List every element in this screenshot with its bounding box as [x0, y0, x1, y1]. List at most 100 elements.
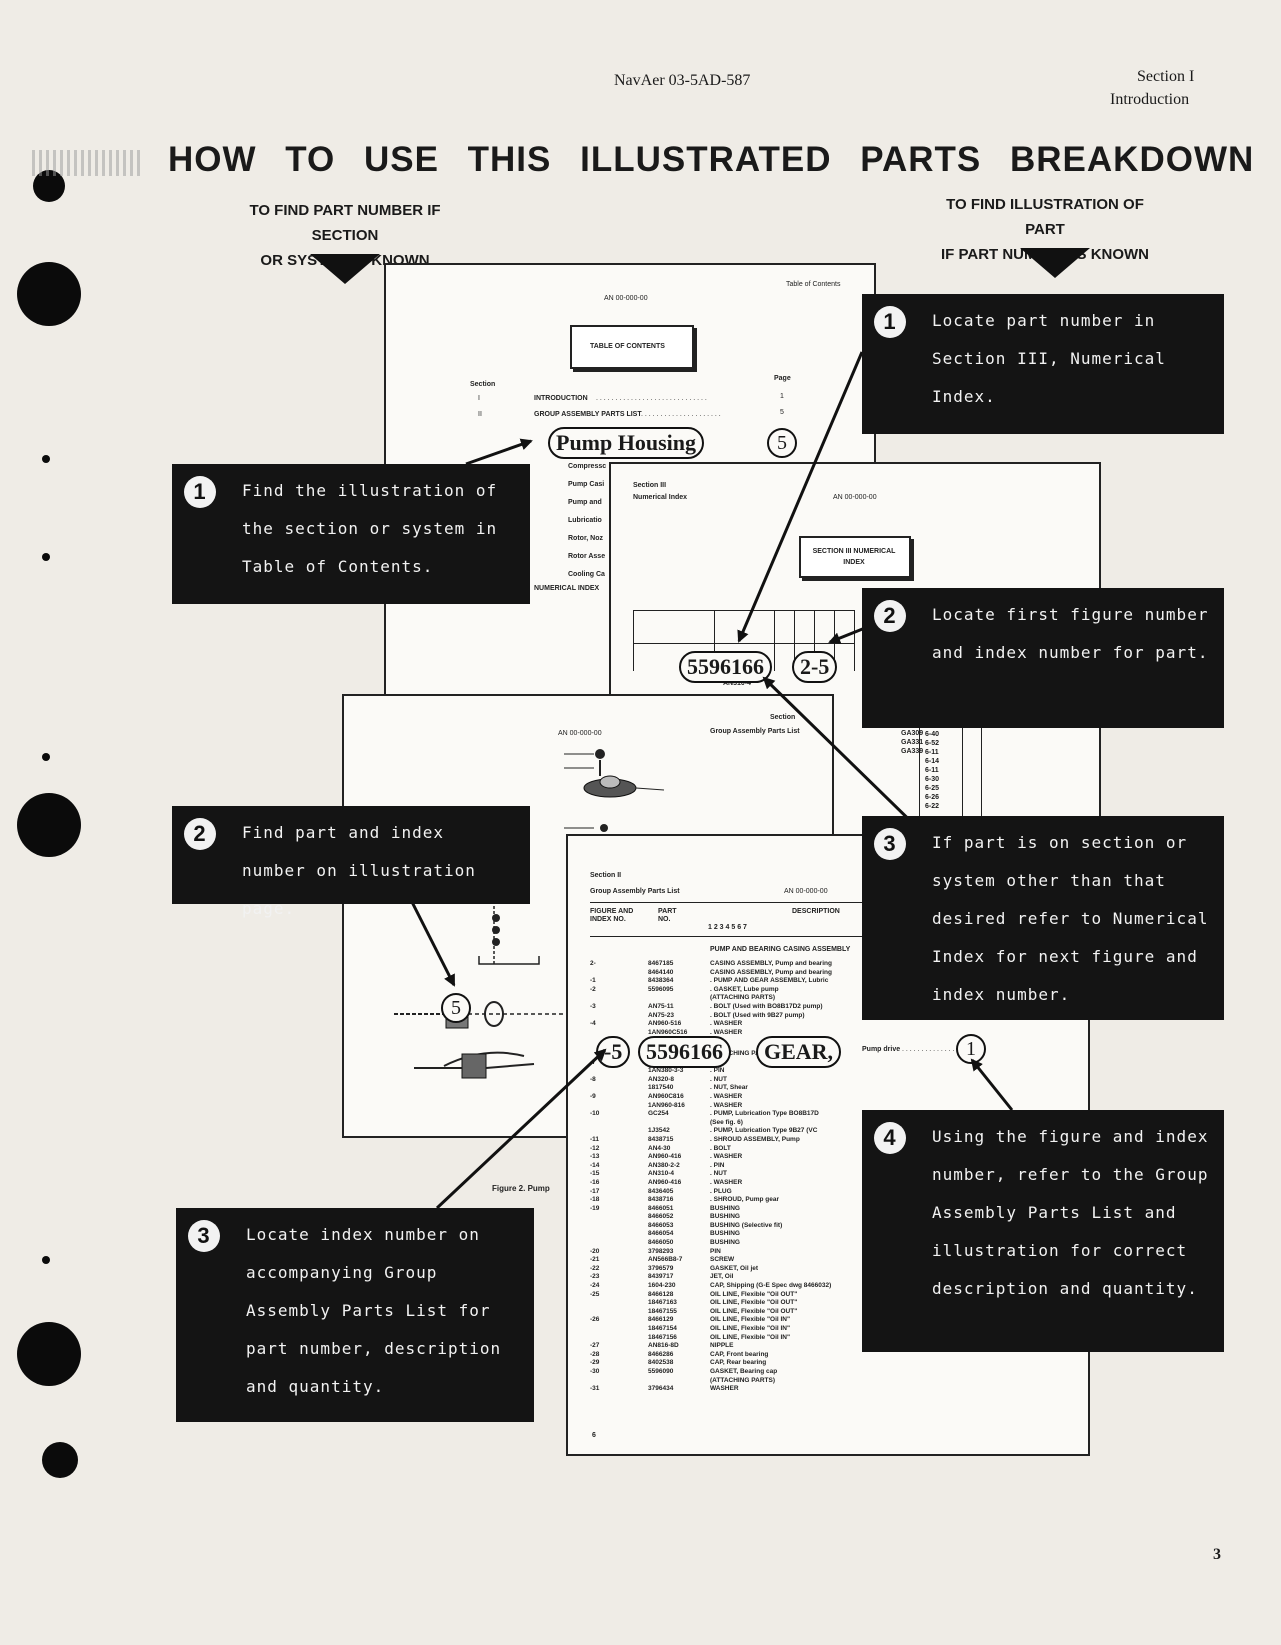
right-step-3-box: 3 If part is on section or system other …: [862, 816, 1224, 1020]
doc-number: NavAer 03-5AD-587: [614, 72, 751, 89]
row-part-no: 1J3542: [648, 1127, 670, 1135]
table-row: 1AN380-3-3. PIN: [590, 1067, 1070, 1076]
row-part-no: AN310-4: [648, 1170, 675, 1178]
parts-doc: AN 00-000-00: [784, 888, 828, 895]
row-index: -10: [590, 1110, 600, 1118]
step-number-badge: 3: [874, 828, 906, 860]
right-note-line1: TO FIND ILLUSTRATION OF PART: [946, 196, 1144, 238]
row-part-no: 8466128: [648, 1290, 674, 1298]
row-description: . SHROUD ASSEMBLY, Pump: [710, 1135, 800, 1143]
row-description: SCREW: [710, 1256, 735, 1264]
row-part-no: AN320-8: [648, 1075, 675, 1083]
page-number: 3: [1213, 1546, 1221, 1563]
row-description: (ATTACHING PARTS): [710, 994, 775, 1002]
row-index: -3: [590, 1002, 596, 1010]
row-part-no: AN566B8-7: [648, 1256, 683, 1264]
parts-callout-dots: . . . . . . . . . . . . . . . . . . .: [902, 1046, 974, 1053]
section-label: Section I: [1137, 68, 1195, 85]
left-step-2-box: 2 Find part and index number on illustra…: [172, 806, 530, 918]
numindex-col: [919, 724, 963, 904]
right-step-4-text: Using the figure and index number, refer…: [932, 1127, 1209, 1298]
row-description: WASHER: [710, 1385, 739, 1393]
numindex-section: Section III: [633, 482, 667, 489]
row-description: . WASHER: [710, 1092, 743, 1100]
parts-callout-extra: Pump drive: [862, 1046, 901, 1053]
illus-section: Section: [770, 714, 796, 721]
row-index: -24: [590, 1282, 600, 1290]
row-description: (ATTACHING PARTS): [710, 1376, 775, 1384]
table-row: -21 AN566B8-7 SCREW: [590, 1256, 1070, 1265]
left-down-arrow: [310, 254, 380, 284]
row-index: -11: [590, 1135, 600, 1143]
row-part-no: AN816-8D: [648, 1342, 679, 1350]
numindex-col: [961, 724, 982, 904]
row-part-no: 8466051: [648, 1204, 674, 1212]
parts-col-digits: 1 2 3 4 5 6 7: [708, 924, 747, 931]
row-description: OIL LINE, Flexible "Oil IN": [710, 1333, 791, 1341]
parts-title: Group Assembly Parts List: [590, 888, 680, 895]
numindex-doc: AN 00-000-00: [833, 494, 877, 501]
row-part-no: 5596095: [648, 985, 674, 993]
table-row: (ATTACHING PARTS): [590, 994, 1070, 1003]
table-row: (ATTACHING PARTS): [590, 1377, 1070, 1386]
row-part-no: 8436405: [648, 1187, 674, 1195]
row-description: . PIN: [710, 1067, 725, 1075]
row-description: CASING ASSEMBLY, Pump and bearing: [710, 968, 832, 976]
row-description: BUSHING (Selective fit): [710, 1221, 783, 1229]
row-part-no: 8439717: [648, 1273, 674, 1281]
row-index: -20: [590, 1247, 600, 1255]
toc-col-page: Page: [774, 375, 791, 382]
row-part-no: AN75-11: [648, 1002, 674, 1010]
row-index: 2-: [590, 960, 596, 967]
row-part-no: AN960-416: [648, 1178, 682, 1186]
parts-section: Section II: [590, 872, 622, 879]
row-part-no: 8466052: [648, 1213, 674, 1221]
row-description: . NUT: [710, 1170, 727, 1178]
table-row: (ATTACHING PARTS): [590, 1050, 1070, 1059]
toc-header-right: Table of Contents: [786, 281, 841, 288]
row-index: -22: [590, 1264, 600, 1272]
row-part-no: AN75-23: [648, 1011, 675, 1019]
row-part-no: 1AN960-816: [648, 1101, 685, 1109]
row-description: BUSHING: [710, 1230, 740, 1238]
numindex-box: SECTION III NUMERICAL INDEX: [799, 536, 911, 578]
row-index: -4: [590, 1020, 596, 1028]
right-step-1-text: Locate part number in Section III, Numer…: [932, 311, 1166, 406]
parts-heading: PUMP AND BEARING CASING ASSEMBLY: [710, 946, 851, 953]
numindex-subtitle: Numerical Index: [633, 494, 688, 501]
row-part-no: AN960-416: [648, 1153, 682, 1161]
row-part-no: 8438364: [648, 977, 674, 985]
toc-doc: AN 00-000-00: [604, 295, 648, 302]
row-index: -30: [590, 1367, 600, 1375]
binder-hole: [42, 455, 50, 463]
row-part-no: 3796579: [648, 1264, 674, 1272]
row-index: -21: [590, 1256, 600, 1264]
toc-sub-2: Pump Casi: [568, 481, 605, 488]
toc-box: TABLE OF CONTENTS: [570, 325, 694, 369]
toc-sub-8: NUMERICAL INDEX: [534, 585, 600, 592]
row-description: OIL LINE, Flexible "Oil OUT": [710, 1290, 798, 1298]
row-index: -27: [590, 1342, 600, 1350]
toc-row-1: INTRODUCTION: [534, 395, 588, 402]
numindex-extra-2: GA331: [901, 739, 924, 746]
row-index: -23: [590, 1273, 600, 1281]
parts-col-fig: FIGURE AND INDEX NO.: [590, 908, 634, 923]
row-index: -17: [590, 1187, 600, 1195]
section-title: Introduction: [1110, 91, 1190, 108]
table-row: 1AN960C516. WASHER: [590, 1029, 1070, 1038]
row-index: -26: [590, 1316, 600, 1324]
left-step-3-box: 3 Locate index number on accompanying Gr…: [176, 1208, 534, 1422]
row-description: CAP, Rear bearing: [710, 1359, 767, 1367]
